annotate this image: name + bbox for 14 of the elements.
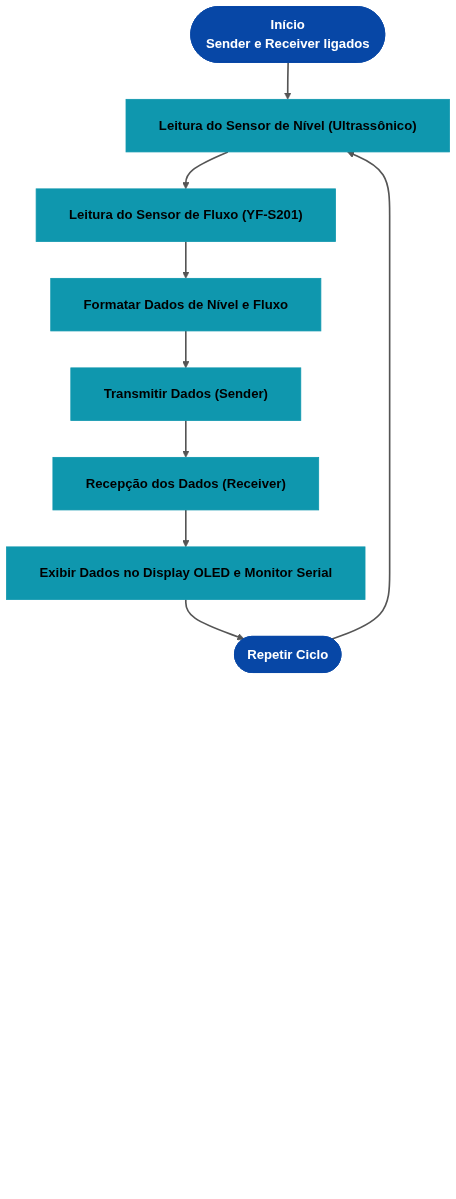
arrow [182,509,190,548]
node-box: Exibir Dados no Display OLED e Monitor Serial [6,546,366,600]
arrow [331,151,391,640]
arrow [185,598,245,641]
arrow [182,151,229,190]
node-box: Recepção dos Dados (Receiver) [52,456,320,511]
node-box: Transmitir Dados (Sender) [70,367,302,421]
node-box: Leitura do Sensor de Fluxo (YF-S201) [35,188,336,242]
node-box: Leitura do Sensor de Nível (Ultrassônico) [125,98,450,153]
arrow [182,419,190,458]
arrow [182,330,190,369]
arrow [182,240,190,279]
node-box: Formatar Dados de Nível e Fluxo [50,277,322,332]
arrow [284,62,292,100]
